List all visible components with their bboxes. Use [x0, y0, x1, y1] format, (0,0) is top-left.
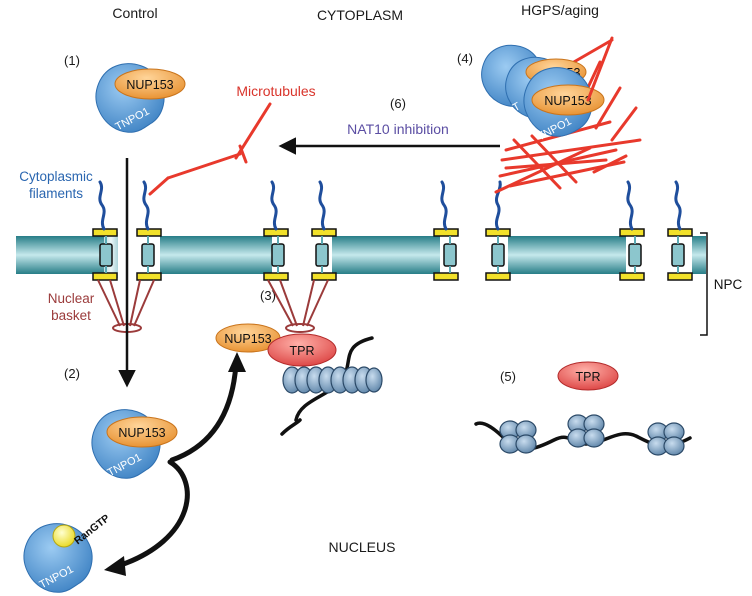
cytoplasmic-filaments: [98, 180, 682, 231]
tpr-chromatin-complex: NUP153 TPR: [215, 323, 383, 436]
filament-2: [142, 180, 150, 231]
tpr-protein-1: [267, 333, 337, 367]
nup153-tnpo1-complex-1: NUP153 TNPO1: [95, 63, 186, 133]
recycle-arrow-down-head: [104, 556, 126, 576]
hgps-stacked-complexes: 153 T NUP153 TNPO1: [481, 44, 605, 143]
filament-7: [626, 180, 634, 231]
nuclear-basket-label-line2: basket: [51, 308, 91, 323]
control-label: Control: [112, 5, 157, 21]
nuclear-envelope: [16, 236, 706, 274]
recycle-arrow-up: [169, 361, 239, 463]
step-5-label: (5): [500, 369, 516, 384]
nuclear-basket-label-line1: Nuclear: [48, 291, 95, 306]
nucleosome-array: [282, 366, 383, 394]
pore-3: [433, 228, 511, 281]
microtubules-label: Microtubules: [236, 83, 315, 99]
nuclear-basket-middle: [267, 279, 329, 333]
step-4-label: (4): [457, 51, 473, 66]
filament-3: [270, 180, 278, 231]
pore-4: [619, 228, 693, 281]
nuclear-basket-left: [97, 279, 155, 333]
filament-5: [440, 180, 448, 231]
nucleosome-cluster-1: [499, 420, 537, 454]
tnpo1-rangtp-complex: RanGTP TNPO1: [23, 512, 112, 593]
npc-bracket: [700, 232, 708, 336]
nup153-protein-1: [114, 68, 186, 100]
filament-4: [318, 180, 326, 231]
nucleus-label: NUCLEUS: [329, 539, 396, 555]
nup153-protein-4: [531, 84, 605, 116]
filament-8: [674, 180, 682, 231]
pore-2: [263, 228, 337, 281]
disorganized-chromatin: [474, 414, 692, 456]
tpr-protein-free: TPR: [557, 361, 619, 391]
step-3-label: (3): [260, 288, 276, 303]
tnpo1-protein-3: [23, 523, 93, 593]
cytoplasmic-filaments-label-line1: Cytoplasmic: [19, 169, 93, 184]
hgps-aging-label: HGPS/aging: [521, 2, 599, 18]
step-6-label: (6): [390, 96, 406, 111]
tpr-label-2: TPR: [576, 370, 601, 384]
recycle-arrow-down: [115, 459, 190, 569]
nup153-label-3: NUP153: [224, 332, 271, 346]
nup153-label-4: NUP153: [544, 94, 591, 108]
nat10-inhibition-label: NAT10 inhibition: [347, 121, 449, 137]
filament-1: [98, 180, 106, 231]
step-1-label: (1): [64, 53, 80, 68]
microtubules-left: [148, 102, 272, 196]
stack-t-label: T: [511, 100, 523, 114]
nup153-label-1: NUP153: [126, 78, 173, 92]
nup153-label-2: NUP153: [118, 426, 165, 440]
recycle-arrow-up-head: [228, 352, 246, 372]
rangtp-sphere: [52, 524, 76, 548]
microtubules-tangle: [494, 38, 642, 194]
pore-1: [92, 228, 162, 281]
cytoplasm-label: CYTOPLASM: [317, 7, 403, 23]
step-2-label: (2): [64, 366, 80, 381]
nup153-tnpo1-complex-2: NUP153 TNPO1: [91, 409, 178, 479]
npc-label: NPC: [714, 277, 743, 292]
nup153-protein-2: [106, 416, 178, 448]
cytoplasmic-filaments-label-line2: filaments: [29, 186, 83, 201]
tpr-label-1: TPR: [290, 344, 315, 358]
nucleosome-cluster-2: [567, 414, 605, 448]
rangtp-label: RanGTP: [72, 512, 112, 547]
nuclear-pores: [92, 228, 693, 281]
nucleosome-cluster-3: [647, 422, 685, 456]
